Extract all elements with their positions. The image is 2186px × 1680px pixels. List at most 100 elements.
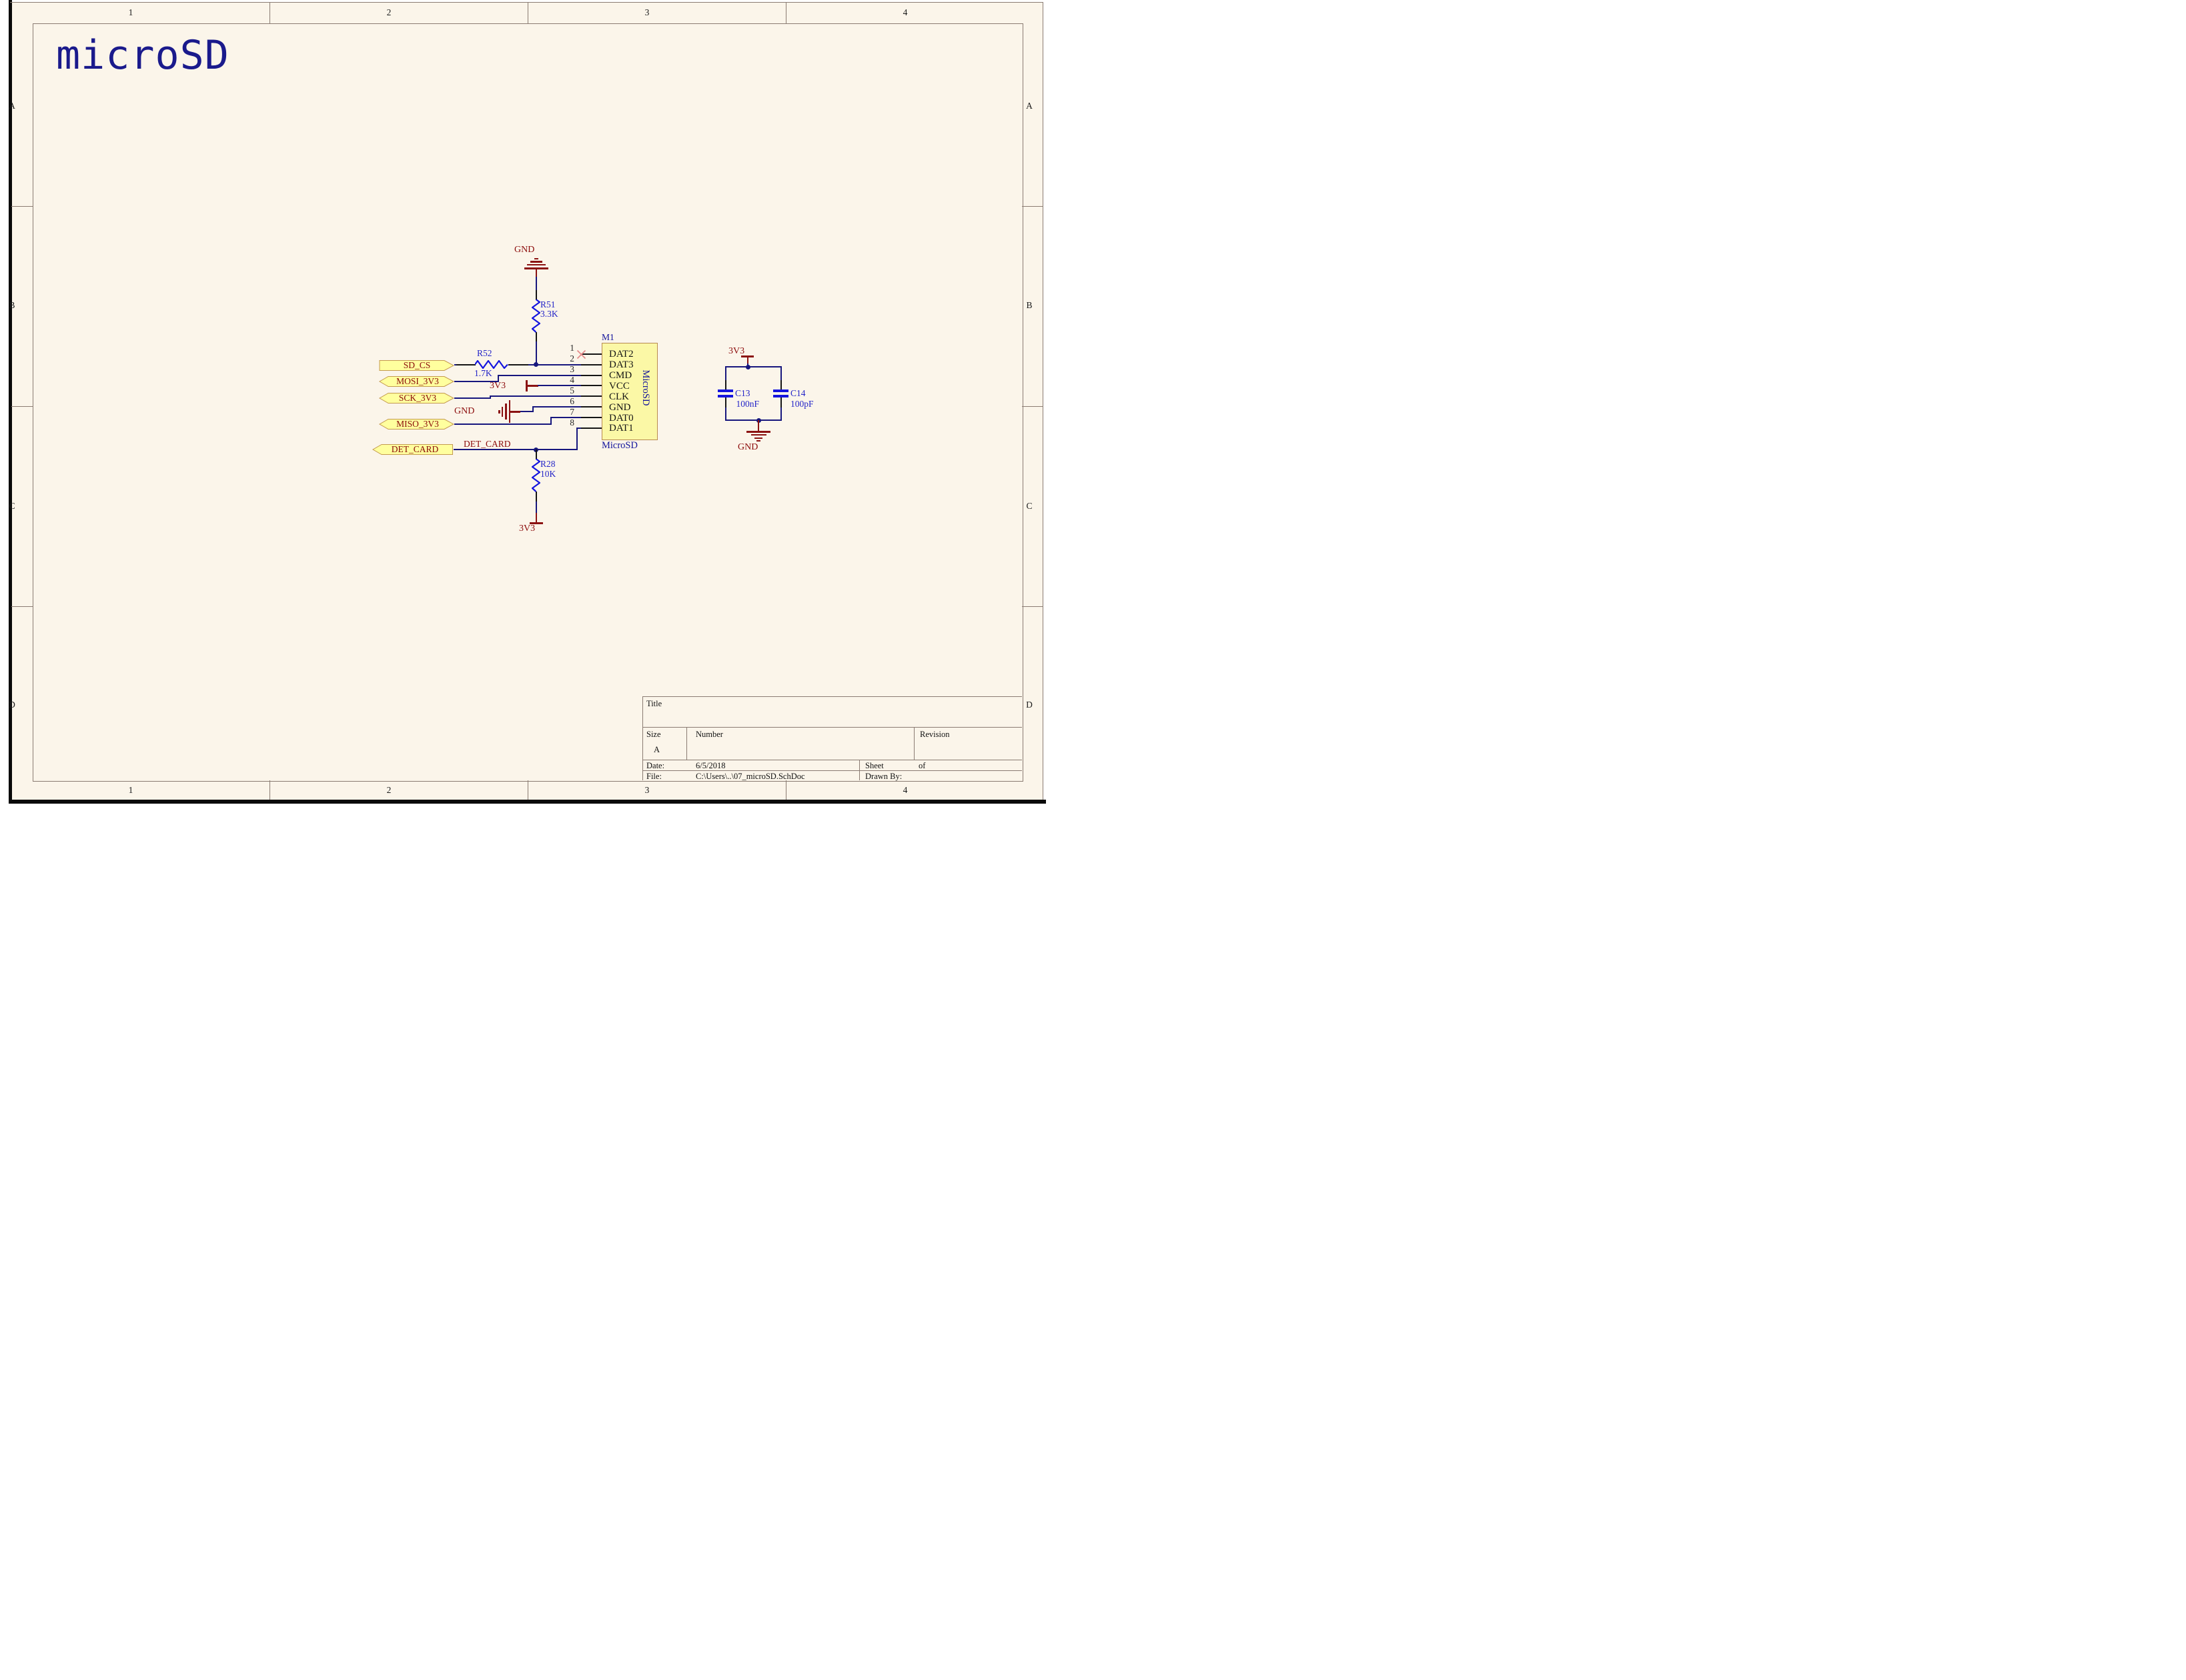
zone-tick	[1022, 406, 1043, 407]
gnd-stem	[535, 268, 537, 278]
wire-segment	[535, 277, 537, 291]
capacitor-c14[interactable]	[772, 389, 789, 397]
wire-segment	[724, 366, 782, 368]
gnd-bar-icon	[498, 409, 500, 413]
pin-lead	[581, 385, 602, 387]
wire-segment	[550, 417, 581, 419]
power-label-gnd-pin6[interactable]: GND	[454, 406, 475, 416]
zone-row-label: C	[1026, 501, 1033, 511]
power-label-3v3-pin4[interactable]: 3V3	[490, 380, 506, 391]
wire-segment	[497, 374, 499, 382]
capacitor-designator[interactable]: C13	[735, 388, 750, 398]
v33-stem	[535, 513, 538, 523]
capacitor-designator[interactable]: C14	[790, 388, 806, 398]
power-label-3v3-caps[interactable]: 3V3	[728, 346, 745, 356]
wire-segment	[535, 289, 537, 300]
sheet-paper	[9, 2, 1043, 800]
pin-name: DAT2	[609, 349, 634, 359]
component-designator[interactable]: M1	[602, 332, 614, 342]
gnd-bar-icon	[746, 430, 770, 433]
wire-segment	[520, 411, 534, 413]
outer-border-top	[10, 2, 1043, 3]
schematic-sheet: 1 2 3 4 1 2 3 4 A B C D A B C D microSD …	[0, 0, 1046, 804]
titleblock-line	[642, 696, 643, 780]
resistor-value[interactable]: 1.7K	[474, 368, 492, 378]
power-label-3v3-r28[interactable]: 3V3	[519, 523, 536, 534]
wire-segment	[780, 380, 782, 390]
capacitor-value[interactable]: 100pF	[790, 398, 814, 409]
titleblock-number-label: Number	[696, 730, 723, 739]
pin-lead	[581, 406, 602, 408]
port-label: SD_CS	[404, 360, 431, 370]
gnd-stem	[510, 411, 520, 413]
pin-number: 6	[570, 396, 574, 406]
pin-number: 2	[570, 353, 574, 363]
pin-number: 5	[570, 385, 574, 395]
port-miso-3v3[interactable]: MISO_3V3	[379, 418, 454, 430]
port-label: DET_CARD	[392, 444, 439, 454]
v33-bar-icon[interactable]	[741, 355, 754, 357]
port-det-card[interactable]: DET_CARD	[372, 444, 454, 456]
no-erc-x-icon	[576, 349, 586, 359]
resistor-r51[interactable]	[532, 299, 541, 333]
sheet-bottom-edge	[9, 799, 1046, 804]
gnd-symbol-caps[interactable]	[746, 430, 770, 442]
wire-segment	[490, 395, 581, 397]
port-sck-3v3[interactable]: SCK_3V3	[379, 392, 454, 404]
pin-number: 4	[570, 375, 574, 385]
wire-segment	[454, 449, 578, 450]
zone-col-label: 2	[386, 7, 392, 17]
zone-tick	[1022, 206, 1043, 207]
resistor-designator[interactable]: R52	[477, 348, 492, 358]
port-label: MISO_3V3	[396, 419, 439, 429]
net-label-det-card[interactable]: DET_CARD	[464, 439, 511, 449]
zone-col-label: 2	[386, 785, 392, 795]
titleblock-line	[642, 696, 1022, 697]
capacitor-c13[interactable]	[717, 389, 734, 397]
sheet-big-title[interactable]: microSD	[56, 32, 229, 79]
zone-col-label: 3	[644, 7, 650, 17]
resistor-r28[interactable]	[532, 459, 541, 492]
pin-number: 1	[570, 343, 574, 353]
resistor-value[interactable]: 3.3K	[540, 309, 558, 319]
wire-segment	[724, 380, 726, 390]
resistor-value[interactable]: 10K	[540, 468, 556, 479]
pin-lead	[581, 374, 602, 376]
component-comment[interactable]: MicroSD	[602, 440, 638, 451]
v33-stem	[527, 385, 538, 387]
wire-segment	[454, 424, 552, 425]
v33-bar-icon[interactable]	[525, 379, 528, 392]
pin-lead	[581, 395, 602, 397]
pin-lead	[581, 417, 602, 419]
wire-segment	[724, 366, 726, 381]
port-sd-cs[interactable]: SD_CS	[379, 359, 454, 371]
wire-segment	[497, 374, 581, 376]
titleblock-date-label: Date:	[646, 761, 665, 770]
wire-segment	[535, 341, 537, 365]
port-mosi-3v3[interactable]: MOSI_3V3	[379, 375, 454, 387]
resistor-designator[interactable]: R51	[540, 299, 556, 309]
resistor-designator[interactable]: R28	[540, 459, 556, 469]
v33-bar-icon[interactable]	[529, 522, 543, 524]
port-label: SCK_3V3	[399, 393, 437, 403]
titleblock-file-value: C:\Users\..\07_microSD.SchDoc	[696, 772, 805, 781]
zone-row-label: C	[9, 501, 15, 511]
pin-name: DAT3	[609, 359, 634, 370]
cap-plate	[772, 389, 789, 392]
wire-segment	[532, 406, 534, 413]
cap-plate	[717, 395, 734, 397]
capacitor-value[interactable]: 100nF	[736, 398, 760, 409]
zone-col-label: 4	[903, 7, 908, 17]
wire-segment	[780, 366, 782, 381]
wire-segment	[454, 397, 491, 399]
gnd-stem	[757, 420, 760, 432]
pin-name: CLK	[609, 391, 629, 402]
gnd-symbol-top[interactable]	[520, 256, 552, 271]
power-label-gnd-caps[interactable]: GND	[738, 442, 758, 452]
wire-segment	[724, 419, 782, 422]
power-label-gnd-top[interactable]: GND	[514, 245, 535, 255]
component-body-m1[interactable]	[602, 343, 658, 440]
resistor-r52[interactable]	[475, 360, 508, 369]
gnd-bar-icon	[534, 257, 538, 259]
titleblock-size-value: A	[654, 745, 660, 754]
